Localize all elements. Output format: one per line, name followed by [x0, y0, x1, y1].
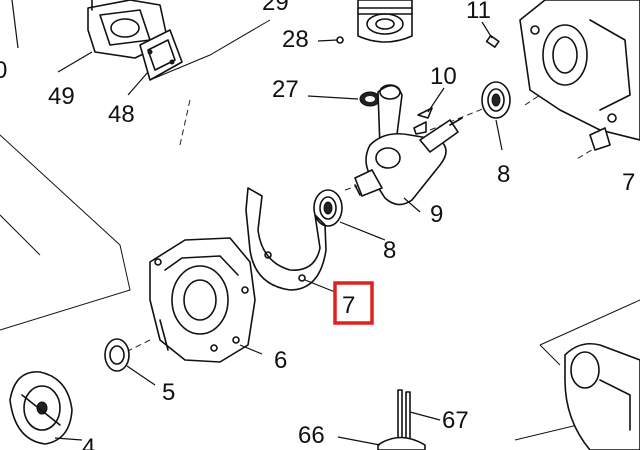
label-49: 49	[48, 83, 75, 110]
label-27: 27	[272, 76, 299, 103]
label-4: 4	[82, 434, 95, 450]
highlighted-part-7-callout[interactable]: 7	[333, 281, 374, 325]
bottom-right-assembly	[564, 342, 640, 450]
part-9-crankshaft	[354, 84, 463, 206]
label-66: 66	[298, 422, 325, 449]
label-8-upper: 8	[497, 161, 510, 188]
part-28-clip	[336, 36, 344, 44]
label-28: 28	[282, 26, 309, 53]
part-8-bearing-upper	[481, 81, 511, 119]
label-11: 11	[466, 0, 491, 24]
part-8-bearing-middle	[313, 189, 343, 227]
part-7-gasket	[245, 187, 327, 291]
part-29-piston	[357, 0, 413, 43]
label-7-right: 7	[622, 169, 635, 196]
highlight-box	[333, 281, 374, 325]
label-0: 0	[0, 57, 7, 84]
part-27-needle-bearing	[359, 91, 381, 107]
label-29: 29	[262, 0, 289, 16]
part-48-gasket	[139, 29, 183, 81]
label-8-middle: 8	[383, 237, 396, 264]
label-10: 10	[430, 63, 457, 90]
part-6-crankcase-half	[149, 237, 256, 363]
label-6: 6	[274, 347, 287, 374]
label-5: 5	[162, 379, 175, 406]
part-11-pin	[485, 34, 500, 48]
crankcase-right-half	[519, 0, 640, 151]
label-67: 67	[442, 407, 469, 434]
label-7-highlighted: 7	[342, 292, 355, 319]
leader-lines	[11, 0, 503, 446]
part-66-67-studs	[377, 389, 426, 450]
label-48: 48	[108, 101, 135, 128]
part-5-seal	[104, 338, 130, 372]
label-9: 9	[430, 201, 443, 228]
part-4-flywheel	[9, 371, 73, 445]
